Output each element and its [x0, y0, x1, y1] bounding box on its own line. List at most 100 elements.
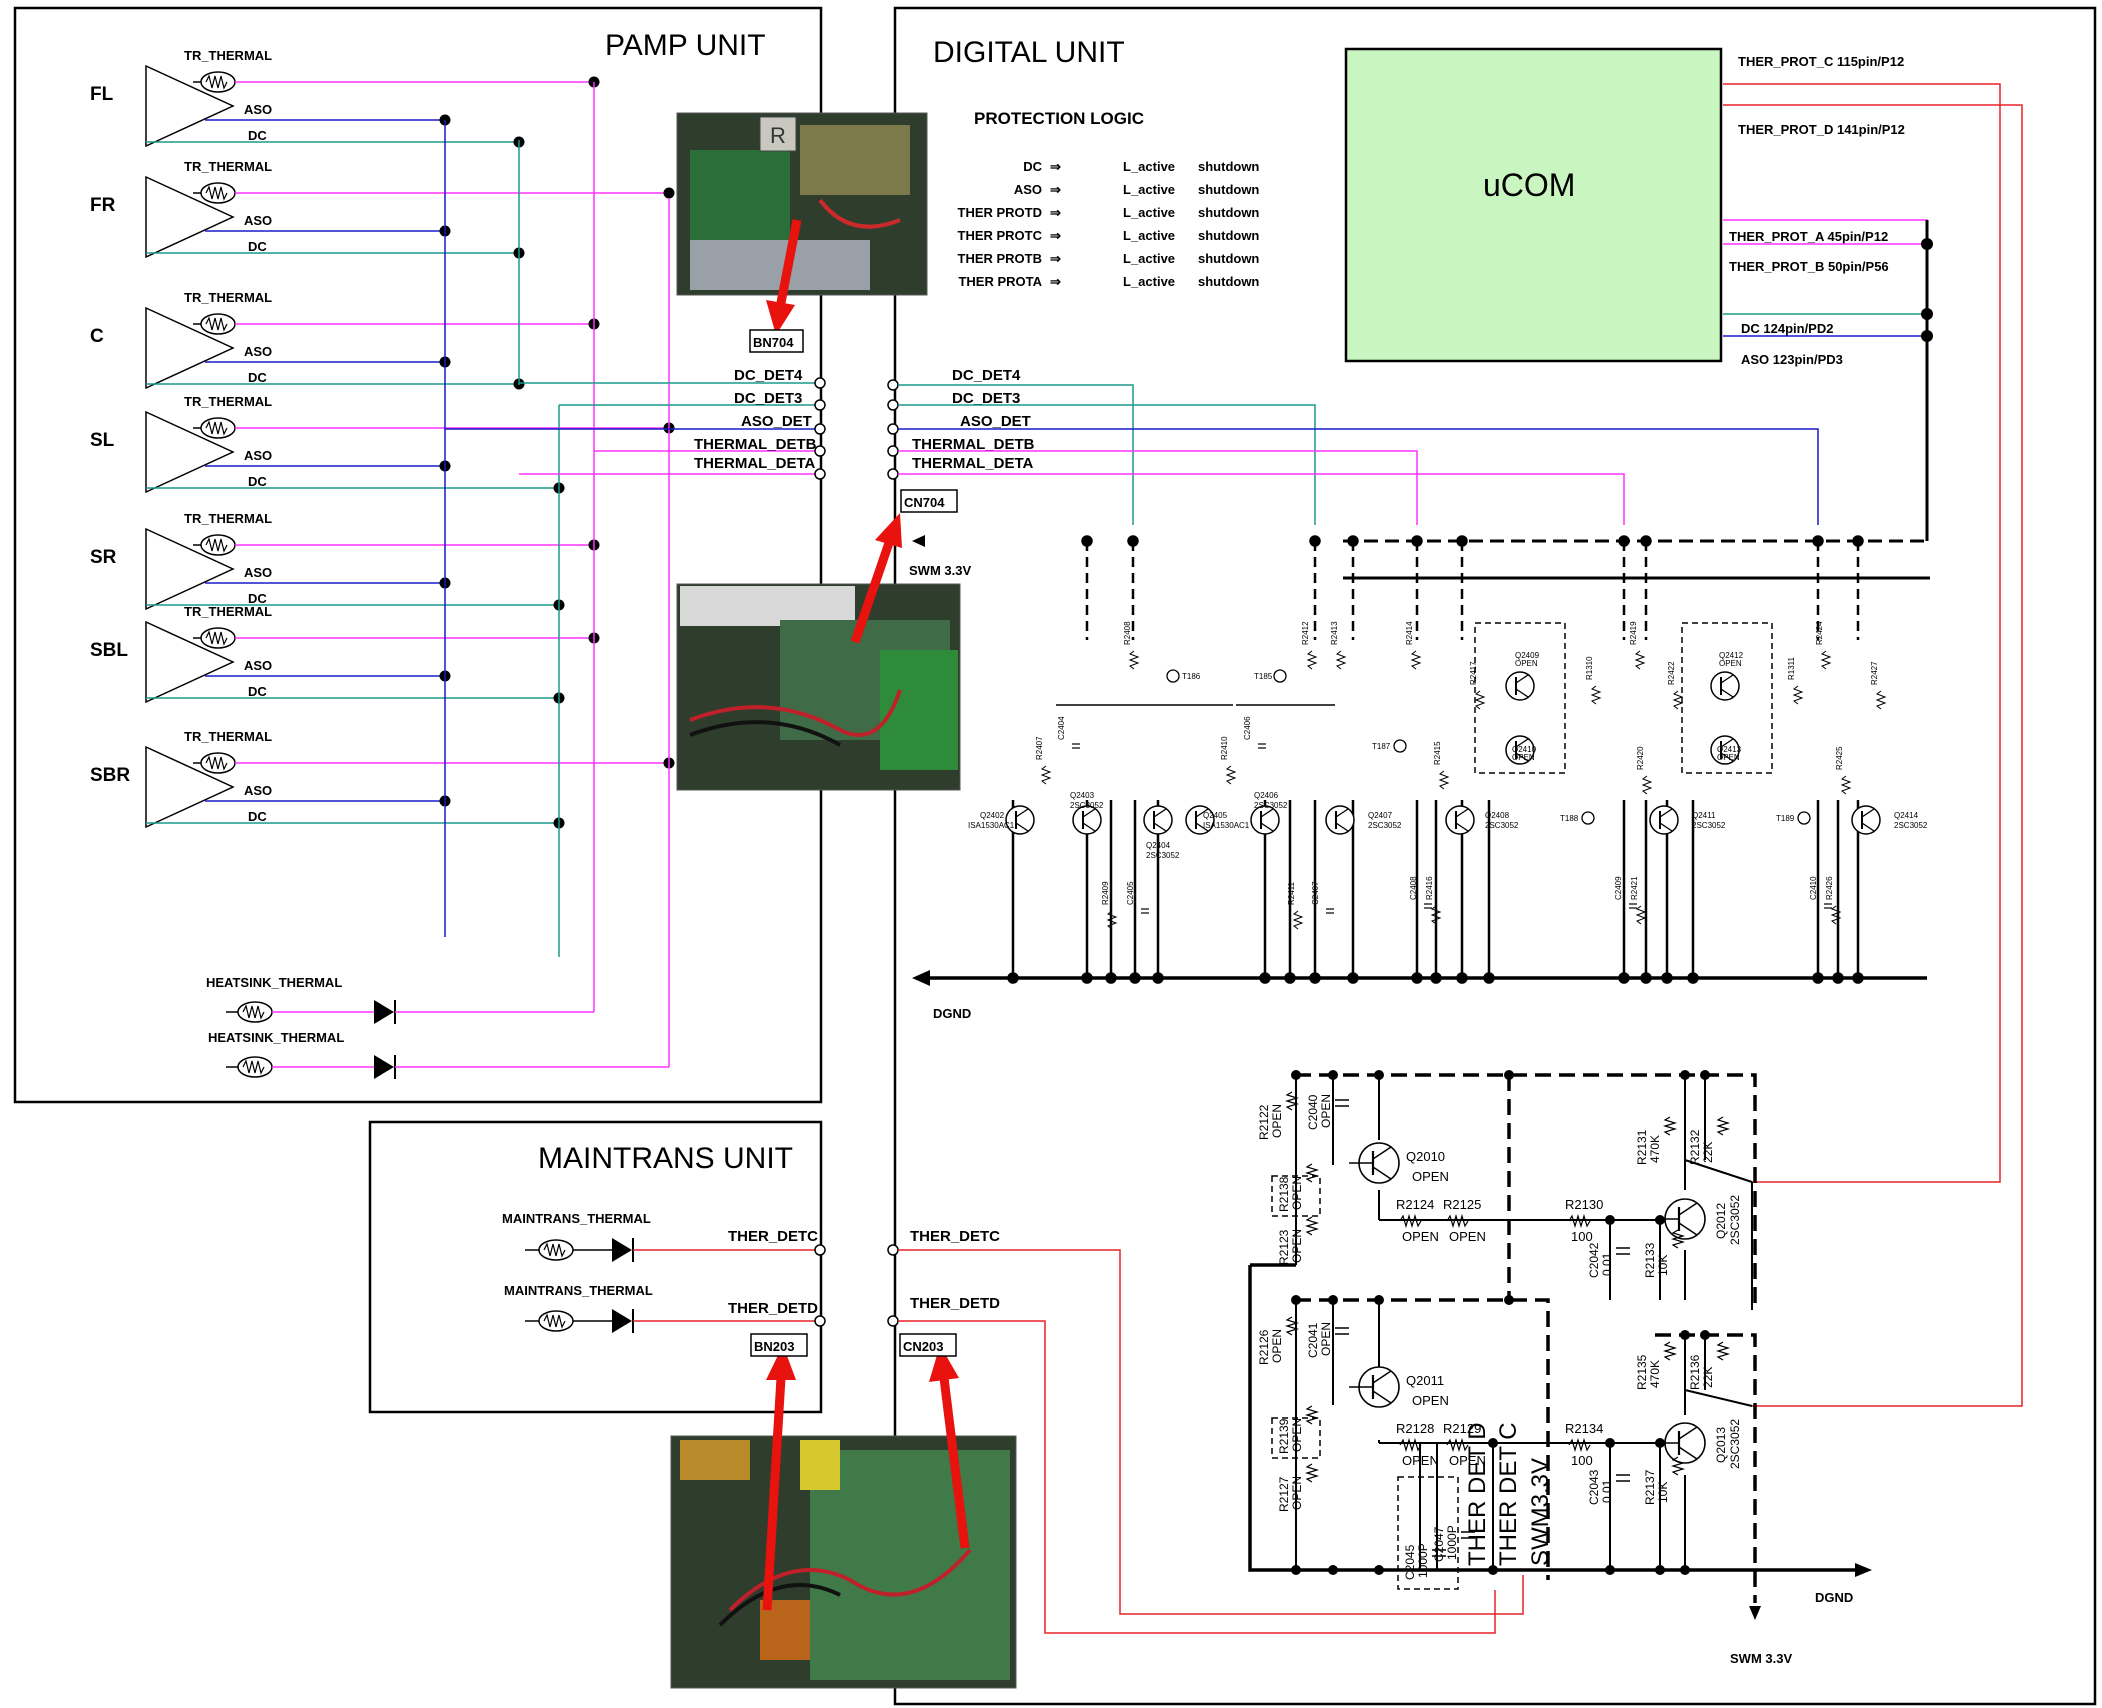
part-value: OPEN — [1402, 1229, 1439, 1244]
test-point-t185: T185 — [1254, 669, 1287, 683]
connector-bn203-label: BN203 — [754, 1339, 794, 1354]
open-cap-group — [1397, 1476, 1459, 1590]
ucom-block: uCOM THER_PROT_C 115pin/P12 THER_PROT_D … — [1344, 47, 1905, 367]
vertical-label-ther-det-c: THER DET C — [1495, 1422, 1522, 1566]
tr-thermal-label: TR_THERMAL — [184, 48, 272, 63]
protection-action: shutdown — [1198, 182, 1259, 197]
protection-signal: DC — [1023, 159, 1042, 174]
pamp-signal-thermal-detb: THERMAL_DETB — [694, 436, 817, 453]
resistor-ref: R2416 — [1425, 876, 1434, 900]
transistor-value: 2SC3052 — [1728, 1195, 1742, 1245]
part-ref: R2123 — [1277, 1229, 1291, 1265]
capacitor-ref: C2404 — [1057, 716, 1066, 740]
transistor-symbol — [1005, 805, 1035, 835]
channel-name: FR — [90, 195, 116, 216]
part-value: OPEN — [1270, 1329, 1284, 1363]
amp-channels: FLTR_THERMALASODCFRTR_THERMALASODCCTR_TH… — [90, 48, 675, 829]
ucom-pin-ther-prot-a: THER_PROT_A 45pin/P12 — [1729, 229, 1888, 244]
protection-signal: THER PROTC — [958, 228, 1043, 243]
protection-arrow: ⇒ — [1050, 274, 1061, 289]
test-point-label: T188 — [1560, 814, 1579, 823]
pamp-signal-dc-det4: DC_DET4 — [734, 367, 803, 384]
part-ref: R2134 — [1565, 1421, 1603, 1436]
open-group-2 — [1681, 622, 1773, 774]
part-ref: R2139 — [1277, 1418, 1291, 1454]
lower-leads — [1291, 1070, 1753, 1575]
maintrans-diode-1 — [612, 1238, 632, 1262]
protection-level: L_active — [1123, 228, 1175, 243]
protection-level: L_active — [1123, 182, 1175, 197]
dc-label: DC — [248, 684, 267, 699]
part-ref: C2041 — [1306, 1322, 1320, 1358]
pamp-signal-thermal-deta: THERMAL_DETA — [694, 455, 816, 472]
protection-arrow: ⇒ — [1050, 251, 1061, 266]
tr-thermal-label: TR_THERMAL — [184, 729, 272, 744]
photo-arrows — [762, 219, 970, 1611]
transistor-symbol — [1072, 805, 1102, 835]
protection-action: shutdown — [1198, 205, 1259, 220]
channel-name: SBL — [90, 640, 128, 661]
capacitor-ref: C2409 — [1614, 876, 1623, 900]
vertical-label-ther-det-d: THER DET D — [1464, 1422, 1491, 1566]
digital-unit-frame — [893, 6, 2097, 1706]
part-value: 100 — [1571, 1453, 1593, 1468]
heatsink-thermistor-2 — [226, 1055, 669, 1079]
capacitor-ref: C2406 — [1243, 716, 1252, 740]
amplifier-triangle — [145, 745, 235, 829]
lower-swm-label: SWM 3.3V — [1730, 1651, 1792, 1666]
transistor-ref: Q2412 — [1719, 651, 1744, 660]
channel-name: FL — [90, 84, 114, 105]
part-ref: R2131 — [1635, 1129, 1649, 1165]
part-value: OPEN — [1290, 1176, 1304, 1210]
transistor-symbol — [1185, 805, 1215, 835]
connector-labels: BN704 CN704 BN203 CN203 — [749, 329, 958, 1357]
part-ref: R2127 — [1277, 1476, 1291, 1512]
capacitor-ref: C2410 — [1809, 876, 1818, 900]
resistor-ref: R2415 — [1433, 741, 1442, 765]
protection-action: shutdown — [1198, 274, 1259, 289]
part-value: OPEN — [1290, 1229, 1304, 1263]
capacitor-ref: C2408 — [1409, 876, 1418, 900]
connector-cn704-box — [900, 489, 958, 513]
transistor-ref: Q2408 — [1485, 811, 1510, 820]
part-value: 0.01 — [1600, 1479, 1614, 1503]
ucom-pin-dc: DC 124pin/PD2 — [1741, 321, 1833, 336]
resistor-ref: R2420 — [1636, 746, 1645, 770]
maintrans-signal-ther-detd: THER_DETD — [728, 1300, 818, 1317]
test-point-circle — [1797, 811, 1811, 825]
connector-bn704-label: BN704 — [753, 335, 794, 350]
part-ref: R2122 — [1257, 1104, 1271, 1140]
part-value: OPEN — [1290, 1476, 1304, 1510]
transistor-ref: Q2403 — [1070, 791, 1095, 800]
part-value: 10K — [1656, 1255, 1670, 1276]
resistor-ref: R2424 — [1815, 621, 1824, 645]
resistor-ref: R2421 — [1630, 876, 1639, 900]
heatsink-thermistor-1 — [226, 1000, 594, 1024]
digital-signal-thermal-deta: THERMAL_DETA — [912, 455, 1034, 472]
test-point-label: T189 — [1776, 814, 1795, 823]
transistor-type: 2SC3052 — [1692, 821, 1726, 830]
transistor-type: 2SC3052 — [1146, 851, 1180, 860]
protection-level: L_active — [1123, 205, 1175, 220]
transistor-ref: Q2402 — [980, 811, 1005, 820]
aso-label: ASO — [244, 102, 272, 117]
part-value: OPEN — [1270, 1104, 1284, 1138]
protection-arrow: ⇒ — [1050, 205, 1061, 220]
resistor-ref: R2409 — [1101, 881, 1110, 905]
part-value: 10K — [1656, 1482, 1670, 1503]
dc-label: DC — [248, 474, 267, 489]
aso-label: ASO — [244, 565, 272, 580]
